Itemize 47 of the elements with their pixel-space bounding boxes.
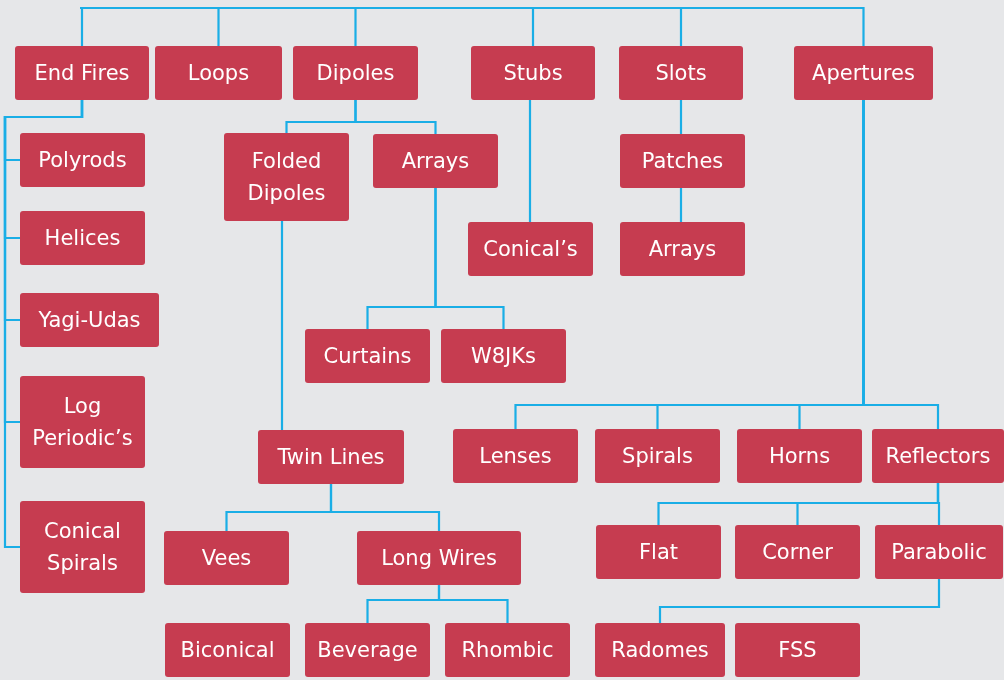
connector-line (280, 221, 284, 430)
category-box: Dipoles (293, 46, 418, 100)
connector-line (329, 484, 441, 531)
category-box: Conical Spirals (20, 501, 145, 593)
connector-line (679, 188, 683, 222)
category-box: Polyrods (20, 133, 145, 187)
connector-line (80, 6, 865, 46)
category-box: Folded Dipoles (224, 133, 349, 221)
category-box: Parabolic (875, 525, 1003, 579)
connector-line (79, 6, 84, 46)
category-box: Reflectors (872, 429, 1004, 483)
category-box: Helices (20, 211, 145, 265)
connector-line (354, 100, 437, 134)
category-box: Biconical (165, 623, 290, 677)
category-box: Conical’s (468, 222, 593, 276)
connector-line (3, 100, 84, 549)
category-box: Slots (619, 46, 743, 100)
category-box: Yagi-Udas (20, 293, 159, 347)
connector-line (936, 483, 941, 525)
category-box: Arrays (620, 222, 745, 276)
connector-line (862, 100, 940, 429)
category-box: FSS (735, 623, 860, 677)
category-box: Lenses (453, 429, 578, 483)
category-box: Arrays (373, 134, 498, 188)
category-box: Curtains (305, 329, 430, 383)
category-box: Vees (164, 531, 289, 585)
category-box: Flat (596, 525, 721, 579)
category-box: Loops (155, 46, 282, 100)
category-box: Corner (735, 525, 860, 579)
connector-line (658, 579, 941, 623)
category-box: Long Wires (357, 531, 521, 585)
category-box: Patches (620, 134, 745, 188)
category-box: Rhombic (445, 623, 570, 677)
connector-line (528, 100, 532, 222)
category-box: Radomes (595, 623, 725, 677)
connector-line (437, 585, 509, 623)
connector-line (434, 188, 505, 329)
category-box: Twin Lines (258, 430, 404, 484)
category-box: Apertures (794, 46, 933, 100)
category-box: W8JKs (441, 329, 566, 383)
category-box: Horns (737, 429, 862, 483)
category-box: Log Periodic’s (20, 376, 145, 468)
connector-line (679, 100, 683, 134)
category-box: Stubs (471, 46, 595, 100)
category-box: Spirals (595, 429, 720, 483)
category-box: End Fires (15, 46, 149, 100)
category-box: Beverage (305, 623, 430, 677)
